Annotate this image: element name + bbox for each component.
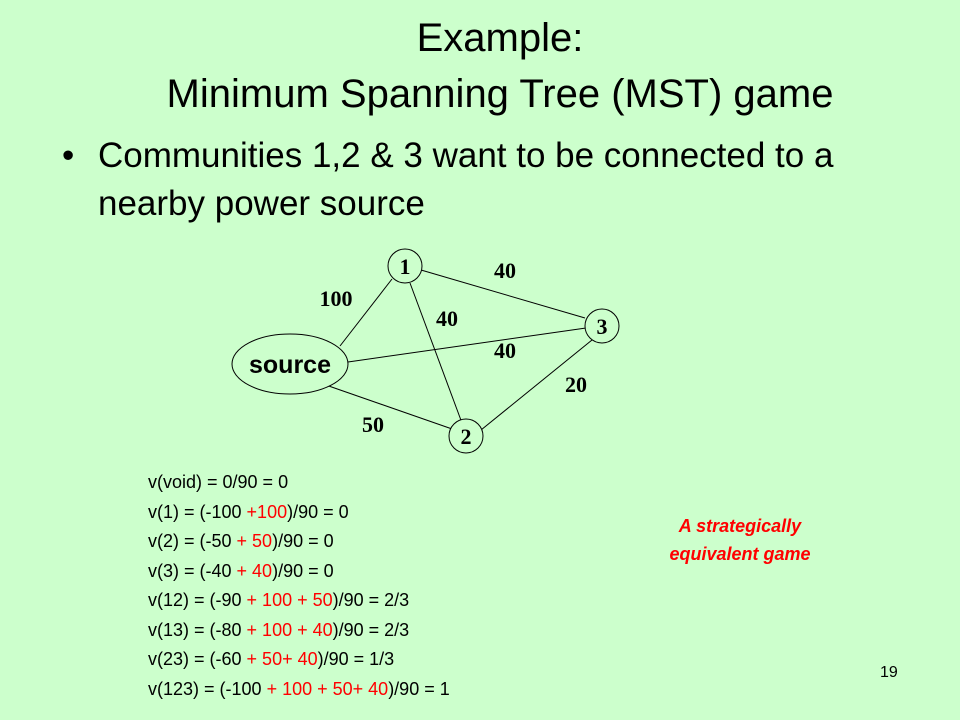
node-3-label: 3 — [597, 314, 608, 339]
note-line-1: A strategically — [678, 516, 802, 536]
equation-line: v(13) = (-80 + 100 + 40)/90 = 2/3 — [148, 619, 410, 640]
coalition-values: v(void) = 0/90 = 0 v(1) = (-100 +100)/90… — [148, 468, 450, 704]
strategic-equivalence-note: A strategically equivalent game — [640, 512, 840, 568]
equation-line: v(12) = (-90 + 100 + 50)/90 = 2/3 — [148, 590, 410, 610]
bullet-text: Communities 1,2 & 3 want to be connected… — [98, 136, 834, 223]
equation-line: v(3) = (-40 + 40)/90 = 0 — [148, 560, 334, 581]
title-line-1: Example: — [416, 16, 584, 60]
node-3 — [584, 308, 620, 344]
edge-source-2 — [322, 383, 456, 431]
equation-line: v(void) = 0/90 = 0 — [148, 472, 289, 492]
equation-line: v(23) = (-60 + 50+ 40)/90 = 1/3 — [148, 649, 395, 669]
edge-label-source-3: 40 — [494, 338, 516, 363]
node-1-label: 1 — [400, 254, 411, 279]
edge-1-2 — [409, 282, 463, 424]
edge-label-1-2: 40 — [436, 306, 458, 331]
edge-1-3 — [420, 269, 586, 319]
edge-label-source-1: 100 — [320, 286, 353, 311]
equation-line: v(123) = (-100 + 100 + 50+ 40)/90 = 1 — [148, 678, 450, 699]
node-2-label: 2 — [461, 424, 472, 449]
bullet-marker: • — [62, 136, 75, 175]
edge-label-source-2: 50 — [362, 412, 384, 437]
note-line-2: equivalent game — [669, 544, 811, 564]
edge-source-1 — [339, 278, 393, 347]
node-1 — [387, 248, 423, 284]
source-node-label: source — [249, 351, 331, 379]
edge-source-3 — [347, 327, 587, 363]
equation-line: v(1) = (-100 +100)/90 = 0 — [148, 501, 349, 522]
edge-label-1-3: 40 — [494, 258, 516, 283]
equation-line: v(2) = (-50 + 50)/90 = 0 — [148, 531, 334, 551]
node-2 — [448, 418, 484, 454]
title-line-2: Minimum Spanning Tree (MST) game — [166, 72, 834, 116]
edge-2-3 — [480, 339, 593, 431]
page-number: 19 — [880, 664, 898, 681]
edge-label-2-3: 20 — [565, 372, 587, 397]
bullet-item: • Communities 1,2 & 3 want to be connect… — [62, 132, 942, 228]
source-node — [231, 333, 349, 395]
